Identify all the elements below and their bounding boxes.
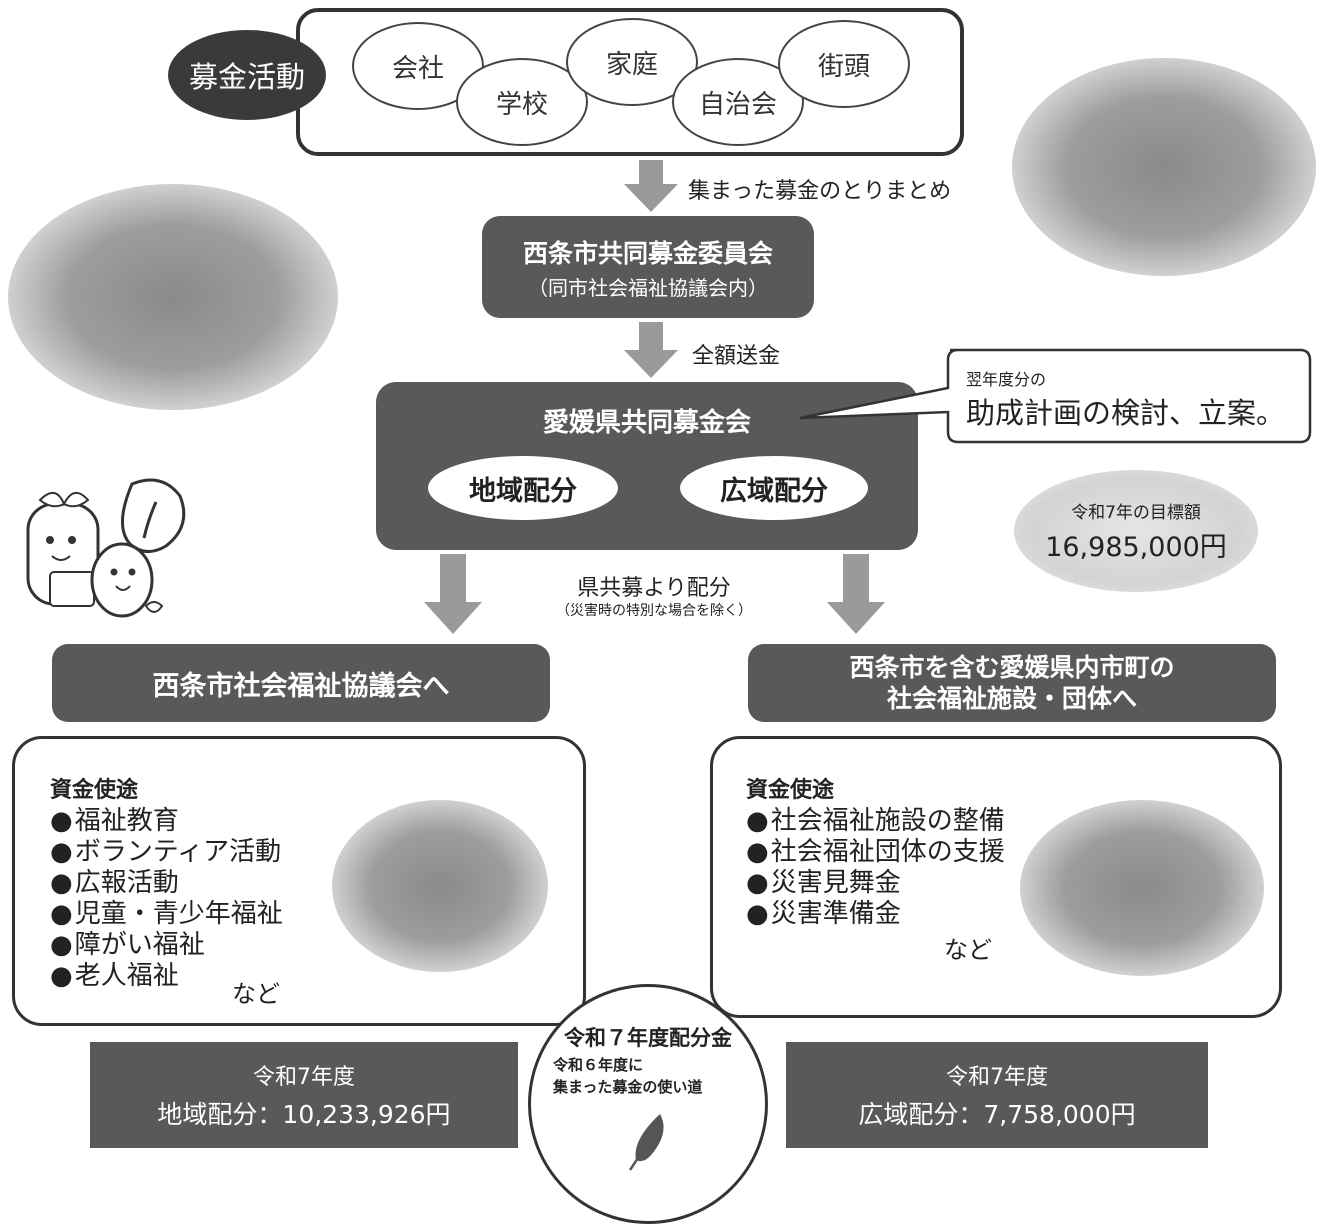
- transfer-label: 全額送金: [692, 344, 781, 369]
- list-item: 社会福祉団体の支援: [746, 837, 1005, 868]
- down-arrow: [639, 322, 663, 350]
- wide-area-allocation-amount-box: 令和7年度 広域配分：7,758,000円: [786, 1042, 1208, 1148]
- mascot-illustration: [26, 478, 186, 618]
- list-item: ボランティア活動: [50, 837, 283, 868]
- left-uses-list: 福祉教育 ボランティア活動 広報活動 児童・青少年福祉 障がい福祉 老人福祉: [50, 806, 283, 992]
- target-amount: 16,985,000円: [1045, 532, 1227, 563]
- city-committee-title: 西条市共同募金委員会: [522, 238, 773, 268]
- down-arrow-right-head: [827, 602, 885, 634]
- vehicle-donation-photo: [1020, 800, 1264, 976]
- right-uses-list: 社会福祉施設の整備 社会福祉団体の支援 災害見舞金 災害準備金: [746, 806, 1005, 930]
- city-committee-sub: （同市社会福祉協議会内）: [528, 275, 768, 300]
- left-etc: など: [232, 980, 280, 1008]
- list-item: 災害見舞金: [746, 868, 1005, 899]
- target-amount-badge: 令和7年の目標額 16,985,000円: [1014, 470, 1258, 592]
- list-item: 児童・青少年福祉: [50, 899, 283, 930]
- center-circle-title: 令和７年度配分金: [564, 1026, 732, 1050]
- regional-year: 令和7年度: [253, 1065, 355, 1090]
- left-destination-header: 西条市社会福祉協議会へ: [52, 644, 550, 722]
- allocation-note: （災害時の特別な場合を除く）: [556, 603, 752, 619]
- target-label: 令和7年の目標額: [1071, 503, 1201, 523]
- list-item: 福祉教育: [50, 806, 283, 837]
- left-uses-title: 資金使途: [50, 778, 139, 803]
- regional-amount: 地域配分：10,233,926円: [157, 1100, 451, 1129]
- down-arrow: [639, 160, 663, 184]
- wide-area-amount: 広域配分：7,758,000円: [858, 1100, 1136, 1129]
- collect-label: 集まった募金のとりまとめ: [688, 179, 952, 204]
- center-circle-line2: 集まった募金の使い道: [553, 1078, 703, 1096]
- callout-large: 助成計画の検討、立案。: [966, 396, 1286, 430]
- regional-allocation-amount-box: 令和7年度 地域配分：10,233,926円: [90, 1042, 518, 1148]
- callout-small: 翌年度分の: [966, 370, 1047, 389]
- city-committee-box: 西条市共同募金委員会 （同市社会福祉協議会内）: [482, 216, 814, 318]
- wide-area-allocation-label: 広域配分: [680, 456, 868, 520]
- place-street: 街頭: [778, 20, 910, 108]
- right-uses-title: 資金使途: [746, 778, 835, 803]
- list-item: 災害準備金: [746, 899, 1005, 930]
- right-etc: など: [944, 936, 992, 964]
- down-arrow-left: [440, 554, 466, 602]
- list-item: 老人福祉: [50, 961, 283, 992]
- prefecture-title: 愛媛県共同募金会: [542, 408, 751, 438]
- right-header-line2: 社会福祉施設・団体へ: [886, 684, 1137, 713]
- wheelchair-photo: [332, 800, 548, 972]
- feather-icon: [628, 1114, 664, 1171]
- down-arrow-right: [843, 554, 869, 602]
- list-item: 社会福祉施設の整備: [746, 806, 1005, 837]
- street-fundraising-photo: [8, 184, 338, 410]
- down-arrow-head: [624, 350, 678, 378]
- center-circle-line1: 令和６年度に: [553, 1056, 644, 1074]
- regional-allocation-label: 地域配分: [428, 456, 618, 520]
- right-header-line1: 西条市を含む愛媛県内市町の: [849, 653, 1175, 682]
- school-fundraising-photo: [1012, 58, 1316, 276]
- list-item: 広報活動: [50, 868, 283, 899]
- place-school: 学校: [456, 58, 588, 146]
- allocation-center-circle: [528, 984, 768, 1224]
- down-arrow-head: [624, 184, 678, 212]
- wide-area-year: 令和7年度: [946, 1065, 1048, 1090]
- place-company: 会社: [352, 22, 484, 110]
- callout-bubble: [799, 348, 1312, 444]
- down-arrow-left-head: [424, 602, 482, 634]
- list-item: 障がい福祉: [50, 930, 283, 961]
- activity-label: 募金活動: [168, 30, 326, 120]
- right-destination-header: 西条市を含む愛媛県内市町の 社会福祉施設・団体へ: [748, 644, 1276, 722]
- allocation-label: 県共募より配分: [577, 576, 731, 601]
